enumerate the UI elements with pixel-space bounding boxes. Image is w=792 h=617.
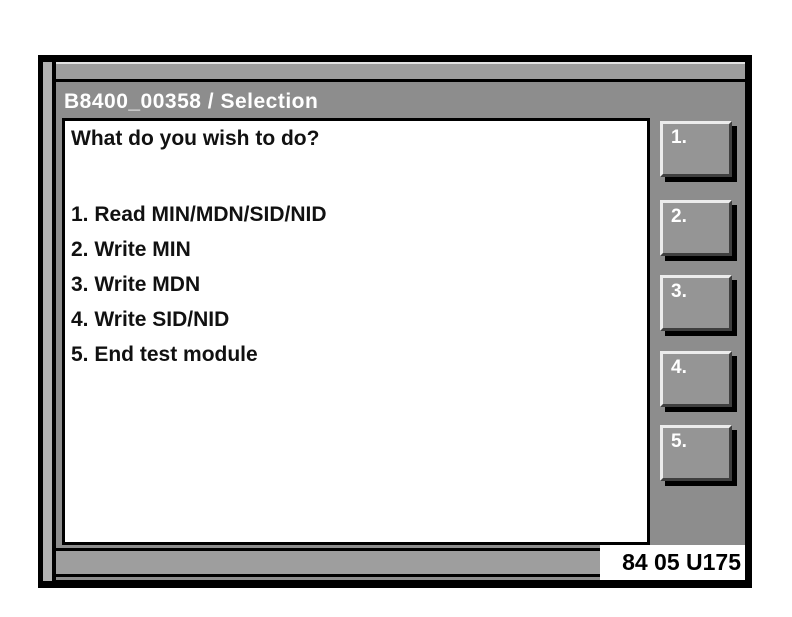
top-bar: [56, 62, 745, 82]
function-key-3[interactable]: 3.: [660, 275, 732, 331]
dialog-question: What do you wish to do?: [71, 127, 320, 150]
window-title: B8400_00358 / Selection: [64, 90, 319, 113]
menu-item-write-min: 2. Write MIN: [71, 238, 191, 261]
function-key-1[interactable]: 1.: [660, 121, 732, 177]
status-code: 84 05 U175: [600, 545, 745, 580]
left-edge-strip: [43, 62, 52, 581]
function-key-5[interactable]: 5.: [660, 425, 732, 481]
menu-item-write-mdn: 3. Write MDN: [71, 273, 201, 296]
dialog-content: What do you wish to do? 1. Read MIN/MDN/…: [62, 118, 650, 545]
main-panel: B8400_00358 / Selection What do you wish…: [56, 62, 745, 580]
menu-list: 1. Read MIN/MDN/SID/NID 2. Write MIN 3. …: [71, 197, 647, 372]
menu-item-read-min-mdn-sid-nid: 1. Read MIN/MDN/SID/NID: [71, 203, 327, 226]
screen-frame: B8400_00358 / Selection What do you wish…: [38, 55, 752, 588]
function-key-2[interactable]: 2.: [660, 200, 732, 256]
function-key-4[interactable]: 4.: [660, 351, 732, 407]
menu-item-end-test-module: 5. End test module: [71, 343, 258, 366]
bottom-bar: [56, 548, 600, 577]
menu-item-write-sid-nid: 4. Write SID/NID: [71, 308, 230, 331]
